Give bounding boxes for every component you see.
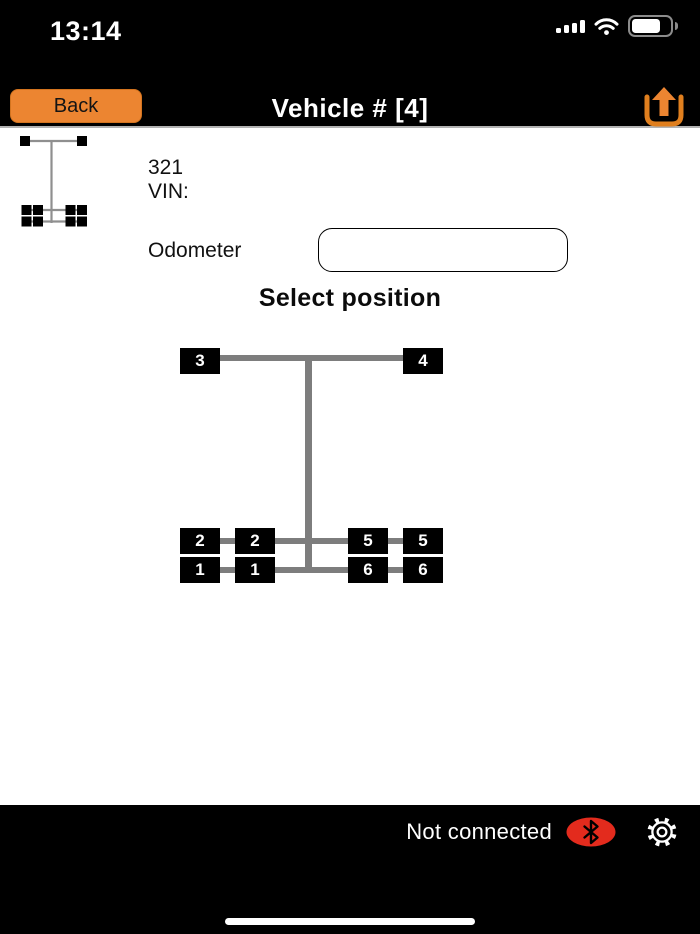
position-square-1-inner[interactable]: 1 bbox=[235, 557, 275, 583]
odometer-label: Odometer bbox=[148, 239, 242, 262]
position-square-6-inner[interactable]: 6 bbox=[348, 557, 388, 583]
position-square-1-outer[interactable]: 1 bbox=[180, 557, 220, 583]
home-indicator[interactable] bbox=[225, 918, 475, 925]
gear-icon bbox=[647, 817, 677, 847]
battery-icon bbox=[628, 15, 678, 37]
settings-button[interactable] bbox=[645, 815, 679, 849]
position-square-6-outer[interactable]: 6 bbox=[403, 557, 443, 583]
bluetooth-icon bbox=[566, 817, 616, 847]
position-square-5-inner[interactable]: 5 bbox=[348, 528, 388, 554]
share-upload-button[interactable] bbox=[638, 86, 690, 131]
footer-bar: Not connected bbox=[0, 805, 700, 934]
clock: 13:14 bbox=[50, 16, 122, 46]
vin-label: VIN: bbox=[148, 180, 189, 203]
bluetooth-button[interactable] bbox=[566, 817, 616, 847]
rear-axle-line-1 bbox=[200, 538, 423, 544]
select-position-heading: Select position bbox=[258, 284, 442, 312]
vehicle-axles-icon bbox=[20, 136, 87, 227]
position-square-2-outer[interactable]: 2 bbox=[180, 528, 220, 554]
cellular-signal-icon bbox=[556, 19, 585, 33]
vehicle-info: 321 VIN: bbox=[148, 156, 189, 204]
wifi-icon bbox=[594, 17, 619, 35]
page-title: Vehicle # [4] bbox=[271, 93, 429, 123]
chassis-spine-line bbox=[305, 358, 312, 570]
position-square-3[interactable]: 3 bbox=[180, 348, 220, 374]
connection-status: Not connected bbox=[406, 819, 552, 844]
header: 13:14 Back Vehicle # [4] bbox=[0, 0, 700, 128]
share-upload-icon bbox=[644, 87, 684, 127]
position-square-4[interactable]: 4 bbox=[403, 348, 443, 374]
back-button[interactable]: Back bbox=[10, 89, 142, 123]
position-square-2-inner[interactable]: 2 bbox=[235, 528, 275, 554]
rear-axle-line-2 bbox=[200, 567, 423, 573]
status-icons bbox=[556, 13, 678, 39]
vehicle-number: 321 bbox=[148, 156, 184, 179]
position-square-5-outer[interactable]: 5 bbox=[403, 528, 443, 554]
odometer-input[interactable] bbox=[318, 228, 568, 272]
